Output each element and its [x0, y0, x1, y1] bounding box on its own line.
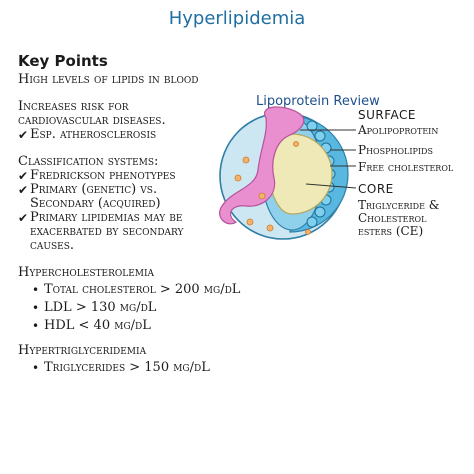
bullet-item-hdl: • HDL < 40 mg/dL — [18, 318, 268, 334]
point-primary-lipidemias-3: causes. — [30, 238, 75, 253]
label-surface: SURFACE — [358, 108, 416, 122]
bullet-item-ldl: • LDL > 130 mg/dL — [18, 300, 268, 316]
point-total-cholesterol: Total cholesterol > 200 mg/dL — [44, 282, 241, 297]
bullet-item-total-cholesterol: • Total cholesterol > 200 mg/dL — [18, 282, 268, 298]
point-hdl: HDL < 40 mg/dL — [44, 318, 151, 333]
page-title: Hyperlipidemia — [168, 8, 306, 29]
check-icon: ✔ — [18, 128, 29, 142]
check-icon: ✔ — [18, 211, 29, 225]
bullet-item-triglycerides: • Triglycerides > 150 mg/dL — [18, 360, 268, 376]
point-hypertriglyceridemia: Hypertriglyceridemia — [18, 343, 147, 358]
check-icon: ✔ — [18, 183, 29, 197]
point-classification: Classification systems: — [18, 154, 159, 169]
point-primary-lipidemias-1: Primary lipidemias may be — [30, 210, 183, 225]
check-item-esp: ✔ Esp. atherosclerosis — [18, 127, 268, 143]
point-increases-risk-2: cardiovascular diseases. — [18, 113, 166, 128]
point-fredrickson: Fredrickson phenotypes — [30, 168, 176, 183]
check-item-fredrickson: ✔ Fredrickson phenotypes — [18, 168, 268, 184]
key-points-heading: Key Points — [18, 52, 108, 70]
point-secondary: Secondary (acquired) — [30, 196, 161, 211]
key-points-panel: Key Points High levels of lipids in bloo… — [18, 52, 268, 376]
point-hypercholesterolemia: Hypercholesterolemia — [18, 265, 155, 280]
point-primary-lipidemias-2: exacerbated by secondary — [30, 224, 184, 239]
label-core-contents-3: esters (CE) — [358, 224, 424, 238]
check-item-primary-lipidemias: ✔ Primary lipidemias may be exacerbated … — [18, 211, 268, 253]
bullet-icon: • — [32, 319, 40, 333]
label-free-cholesterol: Free cholesterol — [358, 160, 454, 174]
point-ldl: LDL > 130 mg/dL — [44, 300, 157, 315]
label-core: CORE — [358, 182, 394, 196]
free-cholesterol-particles — [234, 141, 311, 235]
bullet-icon: • — [32, 283, 40, 297]
point-increases-risk-1: Increases risk for — [18, 99, 129, 114]
bullet-icon: • — [32, 301, 40, 315]
label-core-contents-2: Cholesterol — [358, 211, 427, 225]
check-item-primary-secondary: ✔ Primary (genetic) vs. Secondary (acqui… — [18, 183, 268, 211]
leader-lines — [300, 129, 357, 189]
point-esp: Esp. atherosclerosis — [30, 127, 157, 142]
point-primary: Primary (genetic) vs. — [30, 182, 158, 197]
label-core-contents-1: Triglyceride & — [358, 198, 440, 212]
check-icon: ✔ — [18, 169, 29, 183]
apolipoprotein-ribbon — [219, 106, 305, 225]
diagram-title: Lipoprotein Review — [256, 94, 380, 109]
point-high-levels: High levels of lipids in blood — [18, 72, 199, 87]
point-triglycerides: Triglycerides > 150 mg/dL — [44, 360, 210, 375]
bullet-icon: • — [32, 361, 40, 375]
label-phospholipids: Phospholipids — [358, 143, 433, 157]
label-apolipoprotein: Apolipoprotein — [358, 123, 439, 137]
